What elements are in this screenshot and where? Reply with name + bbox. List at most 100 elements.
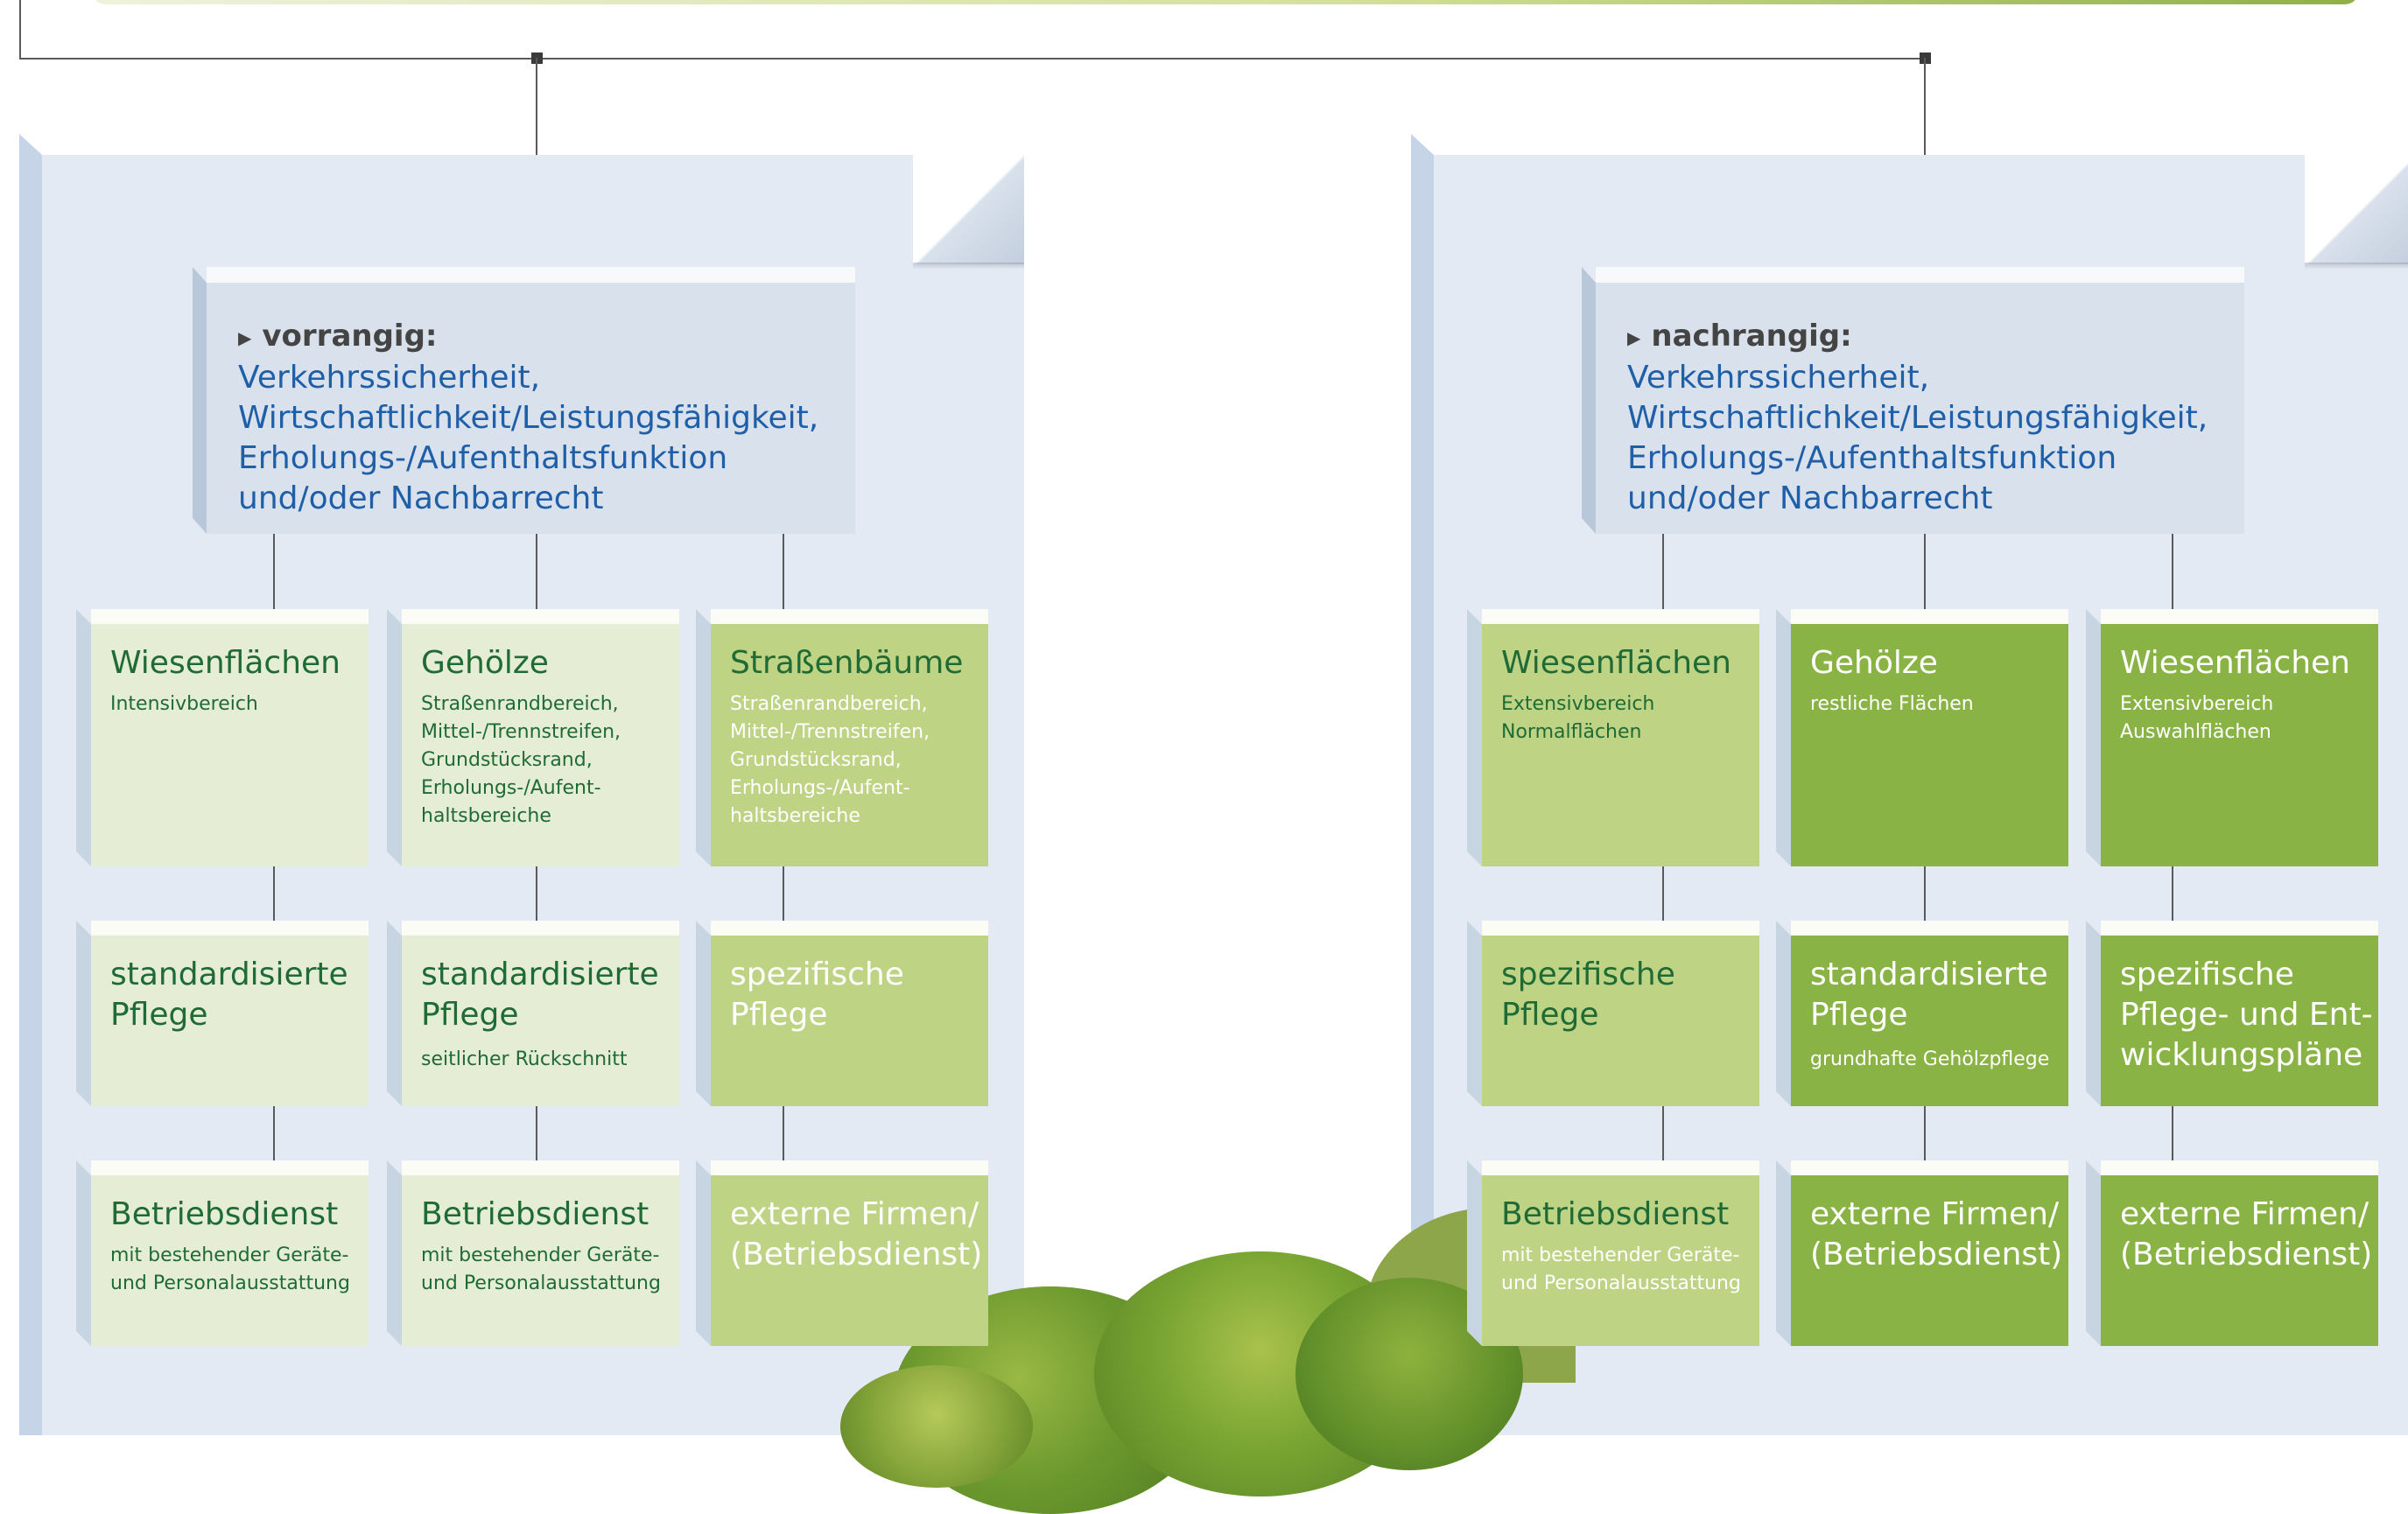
box-title-line: Pflege	[421, 997, 519, 1033]
service-box: Betriebsdienst mit bestehender Geräte- u…	[402, 1175, 679, 1346]
box-top	[402, 921, 679, 936]
subtitle-line: und Personalausstattung	[110, 1272, 350, 1294]
box-title-line: (Betriebsdienst)	[2120, 1237, 2373, 1272]
subtitle-line: mit bestehender Geräte-	[110, 1244, 349, 1266]
connector-line	[19, 0, 21, 60]
subtitle-line: Mittel-/Trennstreifen,	[421, 721, 621, 743]
box-title-line: spezifische	[730, 957, 904, 992]
box-side	[387, 921, 402, 1106]
subtitle-line: und Personalausstattung	[1501, 1272, 1741, 1294]
box-title-line: (Betriebsdienst)	[730, 1237, 983, 1272]
care-box: standardisierte Pflege	[91, 936, 369, 1106]
box-side	[1776, 1160, 1791, 1346]
panel-edge	[1411, 134, 1434, 1435]
care-box: standardisierte Pflege grundhafte Gehölz…	[1791, 936, 2068, 1106]
subtitle-line: Extensivbereich	[2120, 693, 2274, 715]
box-side	[76, 921, 91, 1106]
box-side	[1467, 609, 1482, 866]
box-title-line: wicklungspläne	[2120, 1037, 2363, 1073]
box-subtitle: mit bestehender Geräte- und Personalauss…	[110, 1242, 369, 1298]
box-title-line: Pflege	[730, 997, 828, 1033]
subtitle-line: Mittel-/Trennstreifen,	[730, 721, 930, 743]
connector-line	[2172, 1106, 2173, 1166]
connector-line	[19, 58, 1927, 60]
subtitle-line: Erholungs-/Aufent-	[421, 777, 601, 799]
box-side	[1467, 921, 1482, 1106]
header-line: Erholungs-/Aufenthaltsfunktion	[1627, 439, 2117, 476]
box-top	[711, 609, 988, 624]
box-top	[91, 609, 369, 624]
triangle-bullet-icon: ▶	[1627, 326, 1641, 348]
subtitle-line: Grundstücksrand,	[421, 749, 593, 771]
connector-line	[273, 534, 275, 621]
connector-line	[1662, 866, 1664, 928]
connector-line	[1924, 866, 1926, 928]
box-side	[387, 1160, 402, 1346]
box-top	[711, 921, 988, 936]
subtitle-line: mit bestehender Geräte-	[421, 1244, 660, 1266]
box-top	[2101, 609, 2378, 624]
box-side	[76, 1160, 91, 1346]
box-subtitle: Straßenrandbereich, Mittel-/Trennstreife…	[421, 690, 679, 831]
subtitle-line: Erholungs-/Aufent-	[730, 777, 910, 799]
panel-edge	[19, 134, 42, 1435]
box-title: Wiesenflächen	[110, 645, 340, 681]
box-top	[2101, 921, 2378, 936]
box-side	[696, 609, 711, 866]
box-subtitle: Extensivbereich Auswahlflächen	[2120, 690, 2378, 746]
box-top	[1791, 921, 2068, 936]
care-box: spezifische Pflege	[1482, 936, 1759, 1106]
connector-line	[783, 1106, 784, 1166]
box-top	[1791, 1160, 2068, 1175]
box-title-line: Pflege	[110, 997, 208, 1033]
box-top	[1482, 1160, 1759, 1175]
care-box: spezifische Pflege	[711, 936, 988, 1106]
box-subtitle: mit bestehender Geräte- und Personalauss…	[421, 1242, 679, 1298]
connector-line	[1924, 534, 1926, 621]
connector-line	[1924, 1106, 1926, 1166]
subtitle-line: haltsbereiche	[730, 805, 860, 827]
box-side	[76, 609, 91, 866]
page-fold	[2305, 155, 2408, 264]
header-line: und/oder Nachbarrecht	[1627, 480, 1993, 516]
connector-line	[2172, 534, 2173, 621]
box-side	[1467, 1160, 1482, 1346]
box-top	[1482, 921, 1759, 936]
header-line: Erholungs-/Aufenthaltsfunktion	[238, 439, 728, 476]
connector-line	[536, 1106, 537, 1166]
box-title-line: externe Firmen/	[730, 1196, 979, 1232]
care-box: spezifische Pflege- und Ent- wicklungspl…	[2101, 936, 2378, 1106]
box-side	[1776, 609, 1791, 866]
box-title-line: Pflege	[1501, 997, 1599, 1033]
header-box-side	[193, 267, 207, 534]
box-title-line: (Betriebsdienst)	[1810, 1237, 2063, 1272]
box-top	[711, 1160, 988, 1175]
page-fold-shadow	[2305, 263, 2408, 270]
box-title-line: Betriebsdienst	[421, 1196, 649, 1232]
box-title-line: standardisierte	[421, 957, 659, 992]
box-subtitle: Extensivbereich Normalflächen	[1501, 690, 1759, 746]
subtitle-line: Straßenrandbereich,	[730, 693, 928, 715]
header-box-top	[1596, 267, 2244, 283]
box-side	[387, 609, 402, 866]
box-side	[2086, 609, 2101, 866]
box-title-line: Pflege- und Ent-	[2120, 997, 2373, 1033]
box-side	[2086, 1160, 2101, 1346]
box-top	[91, 1160, 369, 1175]
box-title-line: standardisierte	[110, 957, 348, 992]
connector-line	[536, 534, 537, 621]
header-line: Wirtschaftlichkeit/Leistungsfähigkeit,	[238, 399, 819, 436]
box-title: Wiesenflächen	[2120, 645, 2350, 681]
box-title: Wiesenflächen	[1501, 645, 1731, 681]
box-title: Gehölze	[1810, 645, 1938, 681]
header-line: und/oder Nachbarrecht	[238, 480, 604, 516]
subtitle-line: Normalflächen	[1501, 721, 1642, 743]
box-title-line: spezifische	[1501, 957, 1675, 992]
connector-line	[1662, 534, 1664, 621]
box-side	[696, 921, 711, 1106]
area-box: Wiesenflächen Extensivbereich Auswahlflä…	[2101, 624, 2378, 866]
box-subtitle: restliche Flächen	[1810, 693, 1974, 715]
box-subtitle: mit bestehender Geräte- und Personalauss…	[1501, 1242, 1759, 1298]
box-subtitle: Intensivbereich	[110, 693, 258, 715]
box-subtitle: Straßenrandbereich, Mittel-/Trennstreife…	[730, 690, 988, 831]
